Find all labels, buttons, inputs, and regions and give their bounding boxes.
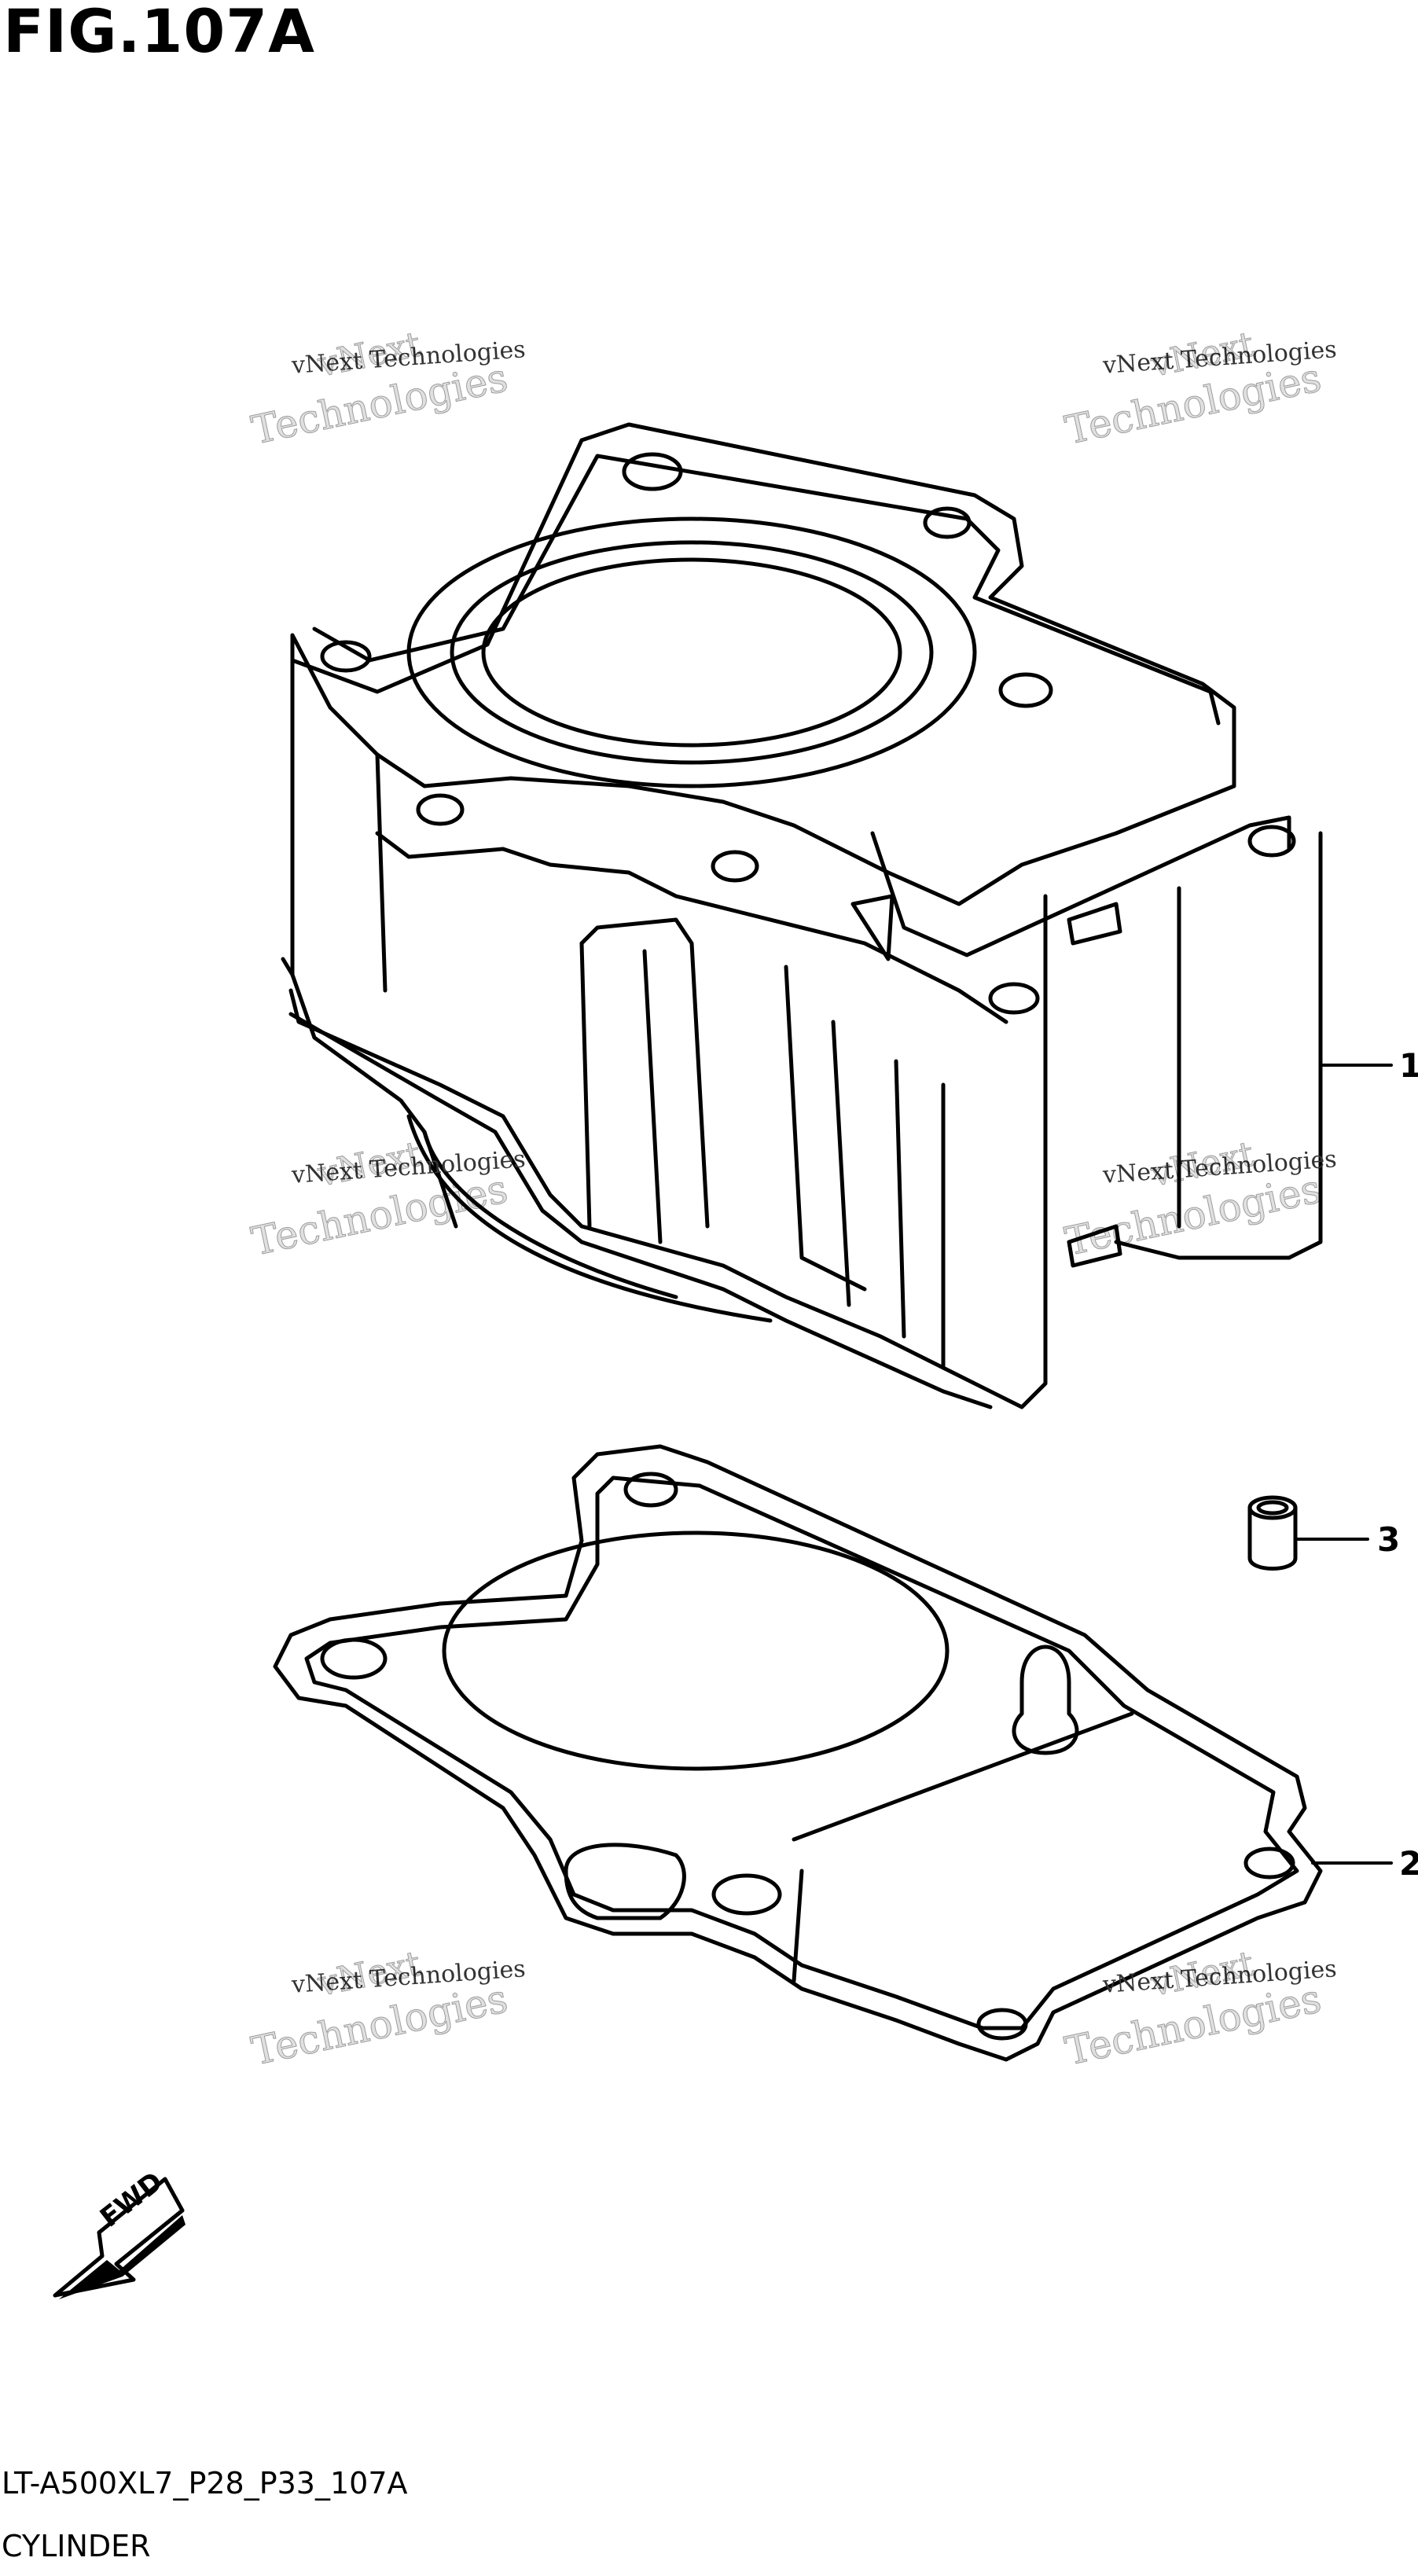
- figure-name: CYLINDER: [2, 2529, 151, 2563]
- figure-code: LT-A500XL7_P28_P33_107A: [2, 2466, 408, 2501]
- figure-title: FIG.107A: [3, 0, 315, 66]
- callout-2: 2: [1399, 1844, 1418, 1883]
- callout-1: 1: [1399, 1046, 1418, 1085]
- callout-3: 3: [1377, 1520, 1401, 1559]
- gasket-part: [273, 1444, 1393, 2062]
- dowel-pin-part: [1247, 1495, 1369, 1571]
- fwd-arrow-icon: [53, 2177, 186, 2299]
- cylinder-part: [281, 422, 1393, 1409]
